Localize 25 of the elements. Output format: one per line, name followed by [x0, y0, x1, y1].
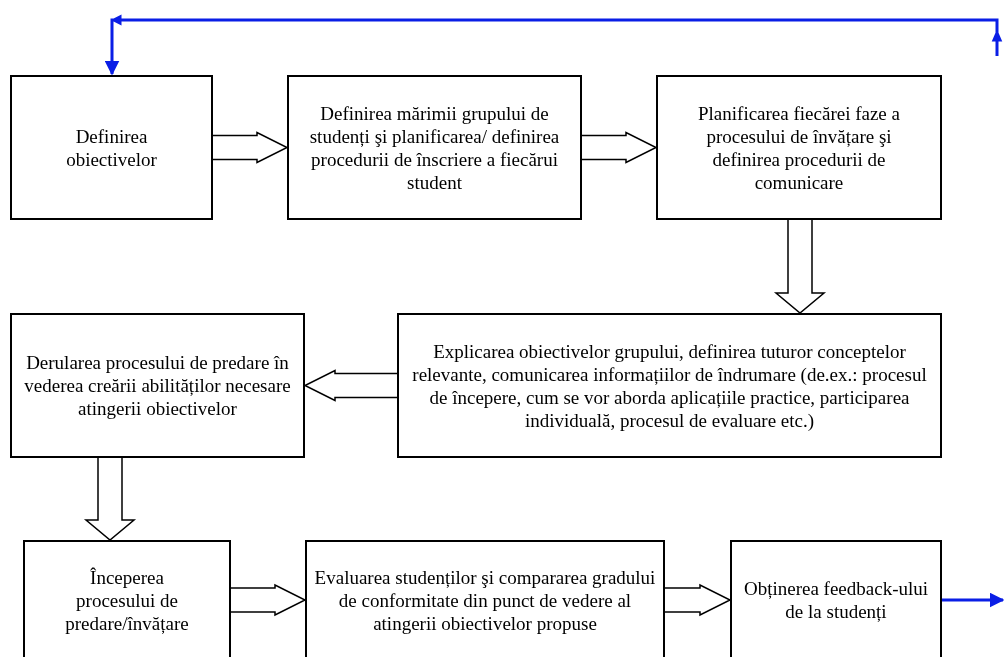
box-text: Începerea procesului de predare/învățare: [64, 565, 190, 635]
block-arrow: [664, 583, 732, 617]
process-box: [23, 540, 231, 657]
box-text: Definirea obiectivelor: [65, 124, 158, 171]
box-text: Definirea mărimii grupului de studenți şi planificarea/ definirea procedurii de înscriere a fiecărui student: [308, 101, 561, 194]
block-arrow: [83, 457, 137, 541]
process-box: [287, 75, 582, 220]
feedback-arrow: [104, 15, 1002, 76]
feedback-arrow: [942, 592, 1004, 608]
box-text: Explicarea obiectivelor grupului, definirea tuturor conceptelor relevante, comunicarea informațiilor de îndrumare (de.ex.: procesul de începere, cum se vor aborda aplicațiile practice, participarea individuală, procesul de evaluare etc.): [411, 339, 928, 432]
block-arrow: [303, 369, 398, 402]
process-box: [397, 313, 942, 458]
process-box: [730, 540, 942, 657]
block-arrow: [230, 583, 307, 617]
box-text: Evaluarea studenților şi compararea gradului de conformitate din punct de vedere al atingerii obiectivelor propuse: [313, 565, 657, 635]
block-arrow: [581, 131, 658, 164]
block-arrow: [773, 219, 827, 314]
box-text: Planificarea fiecărei faze a procesului de învățare şi definirea procedurii de comunicare: [697, 101, 901, 194]
process-box: [305, 540, 665, 657]
process-box: [10, 313, 305, 458]
block-arrow: [212, 131, 289, 164]
process-box: [10, 75, 213, 220]
process-box: [656, 75, 942, 220]
box-text: Derularea procesului de predare în vederea creării abilităților necesare atingerii obiectivelor: [23, 351, 292, 420]
box-text: Obținerea feedback-ului de la studenți: [742, 577, 930, 623]
